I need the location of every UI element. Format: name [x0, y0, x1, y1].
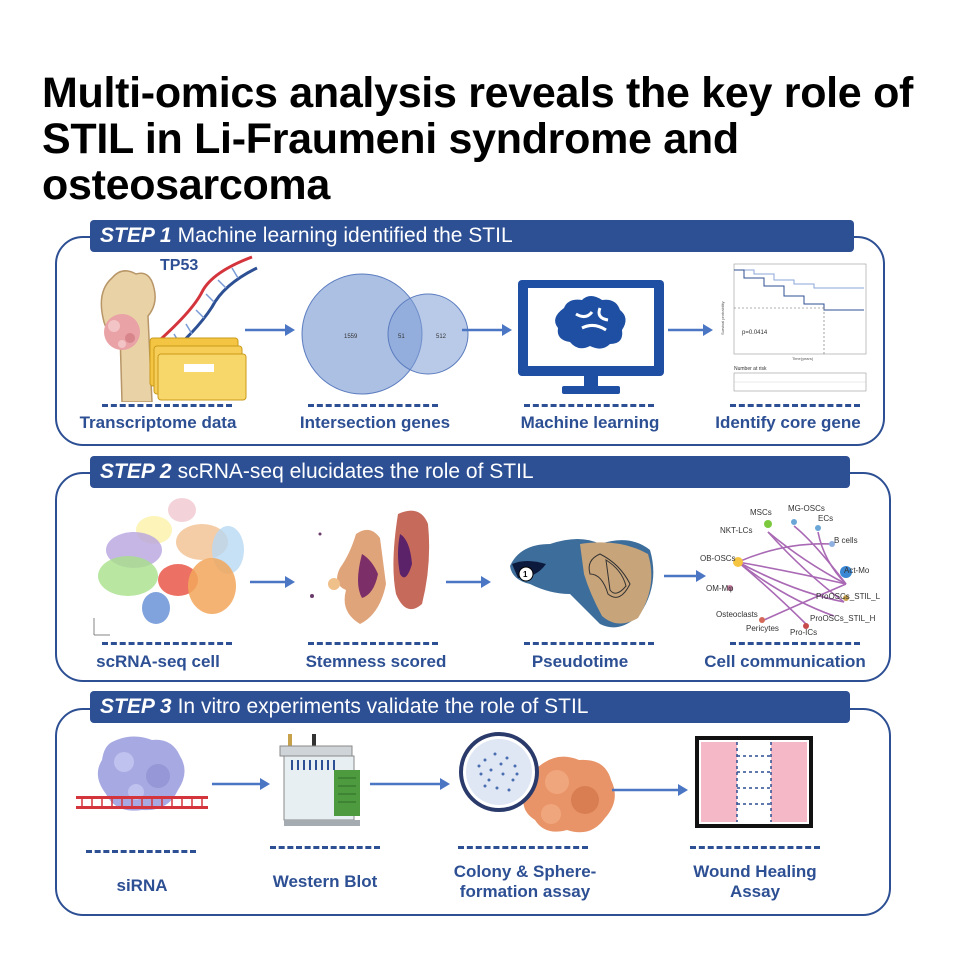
network-labels: MSCs MG-OSCs ECs NKT-LCs B cells OB-OSCs… — [694, 502, 886, 644]
step1-dash-3 — [524, 404, 654, 407]
network-node-om-mphi: OM-Mφ — [706, 584, 734, 593]
transcriptome-illustration — [100, 255, 258, 402]
step2-dash-3 — [524, 642, 654, 645]
step2-item-scrna: scRNA-seq cell — [96, 652, 220, 671]
pseudotime-root-marker: 1 — [523, 570, 528, 579]
step2-item-pseudotime: Pseudotime — [531, 652, 629, 671]
venn-right-count: 512 — [436, 334, 447, 340]
step1-arrow-1 — [245, 324, 295, 336]
cell-communication-network — [727, 519, 852, 629]
step1-banner-text: Machine learning identified the STIL — [177, 224, 513, 247]
step3-banner-text: In vitro experiments validate the role o… — [177, 695, 589, 718]
step2-item-cell-communication: Cell communication — [704, 652, 866, 671]
stemness-plot — [310, 510, 430, 624]
survival-ylabel: Survival probability — [720, 301, 725, 335]
venn-overlap-count: 51 — [398, 334, 405, 340]
network-node-proosc-h: ProOSCs_STIL_H — [810, 614, 876, 623]
step3-item-wound-healing: Wound Healing Assay — [693, 862, 817, 901]
step3-arrow-1 — [212, 778, 270, 790]
page-title: Multi-omics analysis reveals the key rol… — [42, 69, 914, 209]
step1-dash-2 — [308, 404, 438, 407]
network-node-msc: MSCs — [750, 508, 772, 517]
step2-item-stemness: Stemness scored — [305, 652, 447, 671]
step3-arrow-2 — [370, 778, 450, 790]
step1-item-intersection: Intersection genes — [299, 413, 451, 432]
step1-dash-1 — [102, 404, 232, 407]
step1-item-core-gene: Identify core gene — [715, 413, 861, 432]
wound-healing-illustration — [695, 736, 813, 828]
gene-label-tp53: TP53 — [160, 257, 199, 274]
survival-pvalue: p=0.0414 — [742, 330, 768, 336]
venn-diagram: 1559 51 512 — [301, 273, 469, 395]
network-node-mg-osc: MG-OSCs — [788, 504, 825, 513]
step1-arrow-2 — [462, 324, 512, 336]
step3-arrow-3 — [612, 784, 688, 796]
step3-dash-3 — [458, 846, 588, 849]
step2-dash-1 — [102, 642, 232, 645]
venn-left-count: 1559 — [344, 334, 358, 340]
network-node-ob-osc: OB-OSCs — [700, 554, 736, 563]
pseudotime-plot: 1 — [510, 539, 654, 628]
step2-banner-text: scRNA-seq elucidates the role of STIL — [177, 460, 534, 483]
step1-item-transcriptome: Transcriptome data — [79, 413, 237, 432]
step2-dash-4 — [730, 642, 860, 645]
step3-item-colony-sphere: Colony & Sphere-formation assay — [453, 862, 597, 901]
step1-label: STEP 1 — [100, 224, 172, 247]
step2-label: STEP 2 — [100, 460, 172, 483]
machine-learning-monitor — [518, 280, 664, 394]
survival-risk-title: Number at risk — [734, 366, 767, 372]
step3-item-western-blot: Western Blot — [272, 872, 378, 891]
survival-plot: p=0.0414 Survival probability Time(years… — [720, 263, 867, 392]
step1-arrow-3 — [668, 324, 713, 336]
scrna-umap — [93, 498, 244, 636]
step3-dash-2 — [270, 846, 380, 849]
colony-sphere-illustration — [459, 732, 615, 833]
step2-dash-2 — [308, 642, 438, 645]
network-node-ec: ECs — [818, 514, 834, 523]
network-node-pericytes: Pericytes — [746, 624, 779, 633]
network-node-b-cells: B cells — [834, 536, 858, 545]
network-node-pro-ic: Pro-ICs — [790, 628, 818, 637]
step3-dash-1 — [86, 850, 196, 853]
survival-xlabel: Time(years) — [792, 356, 814, 361]
network-node-nkt: NKT-LCs — [720, 526, 753, 535]
step1-item-machine-learning: Machine learning — [520, 413, 660, 432]
sirna-illustration — [76, 736, 208, 811]
step1-dash-4 — [730, 404, 860, 407]
step3-label: STEP 3 — [100, 695, 172, 718]
step2-arrow-1 — [250, 576, 295, 588]
network-node-act-mo: Act-Mo — [844, 566, 870, 575]
western-blot-apparatus — [279, 734, 360, 826]
step2-arrow-3 — [664, 570, 706, 582]
network-node-osteoclasts: Osteoclasts — [716, 610, 758, 619]
node-msc — [764, 520, 772, 528]
network-node-proosc-l: ProOSCs_STIL_L — [816, 592, 881, 601]
step2-arrow-2 — [446, 576, 491, 588]
step3-item-sirna: siRNA — [116, 876, 168, 895]
step3-dash-4 — [690, 846, 820, 849]
